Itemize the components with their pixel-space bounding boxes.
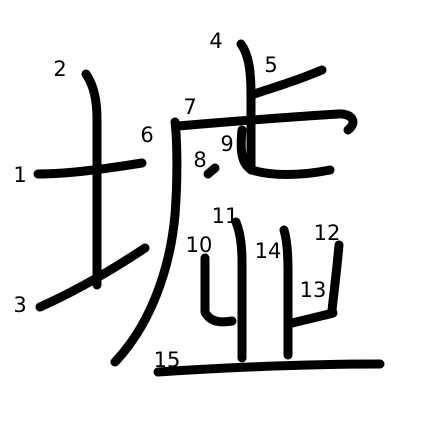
stroke-2 (81, 69, 102, 290)
stroke-number-9: 9 (220, 132, 233, 156)
stroke-number-6: 6 (140, 123, 153, 147)
stroke-number-2: 2 (53, 57, 66, 81)
stroke-6 (110, 117, 182, 367)
stroke-number-7: 7 (183, 95, 196, 119)
stroke-8 (203, 163, 220, 179)
stroke-number-12: 12 (314, 221, 341, 245)
stroke-number-5: 5 (264, 53, 277, 77)
stroke-number-14: 14 (255, 239, 282, 263)
stroke-12 (327, 240, 344, 315)
stroke-9 (236, 125, 335, 179)
stroke-number-8: 8 (193, 148, 206, 172)
stroke-3 (35, 243, 150, 312)
stroke-14 (279, 225, 293, 360)
stroke-number-1: 1 (13, 163, 26, 187)
stroke-10 (200, 253, 237, 327)
stroke-number-4: 4 (209, 29, 222, 53)
stroke-15 (153, 359, 385, 377)
stroke-number-15: 15 (154, 348, 181, 372)
stroke-7 (173, 109, 358, 135)
stroke-13 (287, 308, 338, 328)
stroke-number-3: 3 (13, 293, 26, 317)
stroke-number-13: 13 (300, 278, 327, 302)
stroke-5 (246, 65, 327, 100)
stroke-number-11: 11 (212, 204, 239, 228)
stroke-11 (231, 217, 247, 363)
stroke-number-10: 10 (186, 233, 213, 257)
stroke-1 (33, 158, 147, 179)
